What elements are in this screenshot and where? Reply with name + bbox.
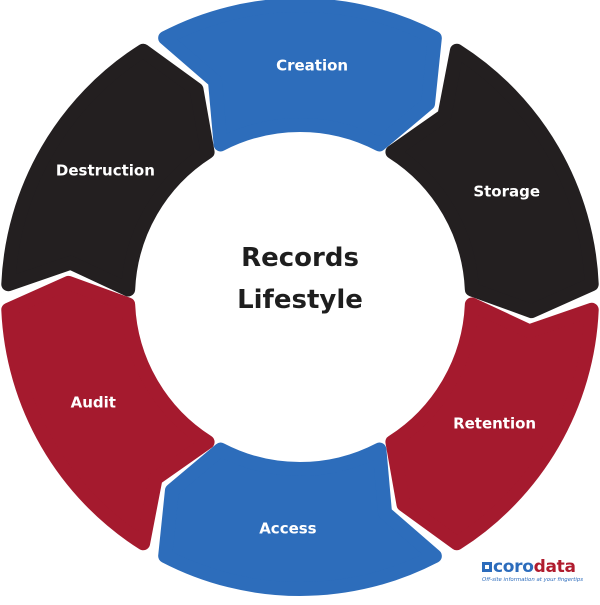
logo-word-part-2: data xyxy=(533,557,576,577)
segment-label-creation: Creation xyxy=(276,56,348,74)
segment-label-audit: Audit xyxy=(71,393,116,411)
segment-label-storage: Storage xyxy=(473,183,540,201)
corodata-logo: corodata Off-site information at your fi… xyxy=(482,557,594,587)
segment-label-retention: Retention xyxy=(453,414,536,432)
center-title-line-2: Lifestyle xyxy=(237,285,363,315)
segment-retention-arrow xyxy=(385,297,599,551)
segment-destruction-arrow xyxy=(1,43,215,297)
logo-wordmark: corodata xyxy=(482,557,594,577)
center-title-line-1: Records xyxy=(241,243,359,273)
logo-tagline: Off-site information at your fingertips xyxy=(482,577,584,583)
logo-square-icon xyxy=(482,562,492,572)
segment-label-destruction: Destruction xyxy=(56,162,155,180)
segment-storage-arrow xyxy=(385,43,599,319)
logo-word-part-1: coro xyxy=(493,557,534,577)
segment-label-access: Access xyxy=(259,520,316,538)
segment-access-arrow xyxy=(158,442,442,597)
segment-creation-arrow xyxy=(158,0,442,152)
segment-audit-arrow xyxy=(1,275,215,551)
